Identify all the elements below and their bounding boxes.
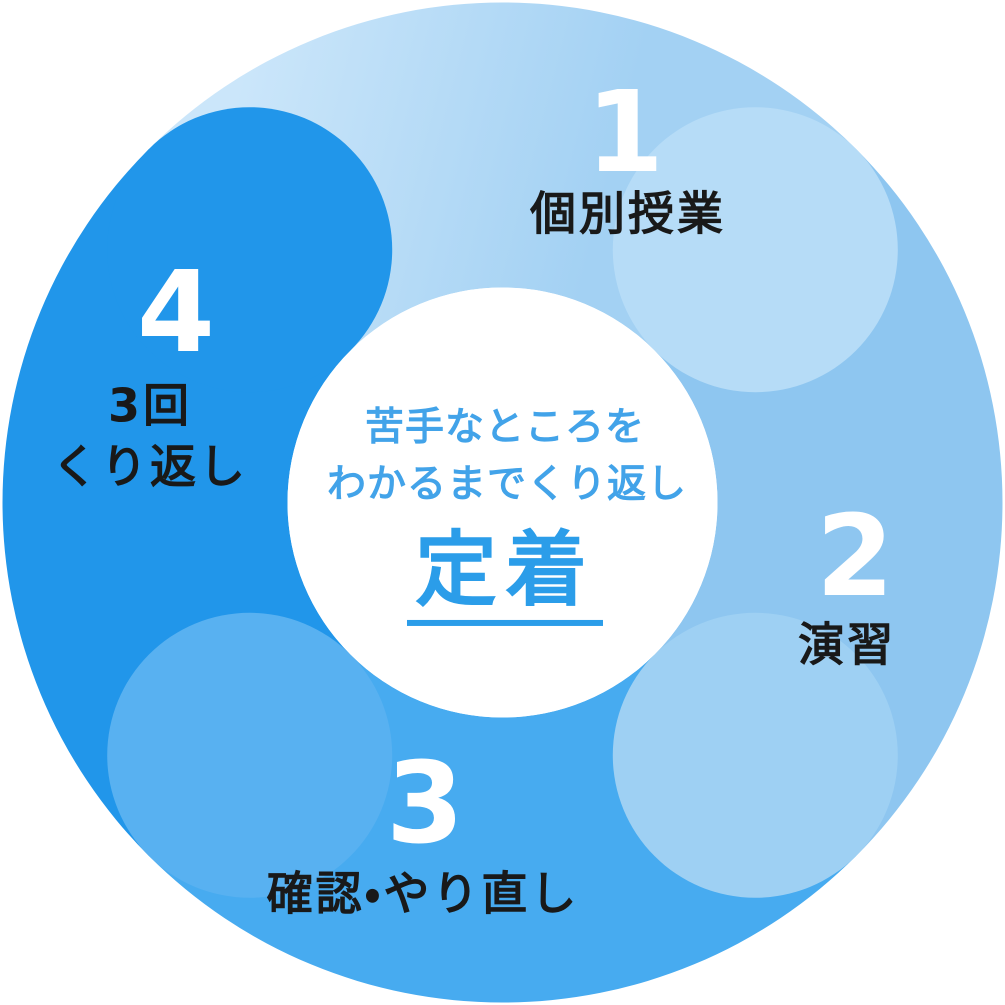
- step-2-label: 演習: [798, 617, 896, 672]
- center-keyword: 定着: [406, 527, 604, 627]
- step-4-label-line-1: 3回: [107, 378, 192, 433]
- step-1-number: 1: [586, 68, 664, 198]
- step-4-label: 3回 くり返し: [52, 375, 248, 496]
- center-circle: [287, 287, 718, 718]
- step-2-number: 2: [816, 492, 894, 622]
- step-4-number: 4: [137, 248, 215, 378]
- step-3-number: 3: [386, 739, 464, 869]
- step-1-label: 個別授業: [530, 186, 726, 241]
- center-caption-line-1: 苦手なところを: [364, 405, 646, 450]
- step-4-label-line-2: くり返し: [52, 439, 248, 493]
- center-caption-line-2: わかるまでくり返し: [326, 462, 688, 507]
- petal-3-head-cap: [107, 612, 393, 898]
- petal-2-head-cap: [612, 612, 898, 898]
- step-3-label: 確認・やり直し: [266, 866, 580, 921]
- petal-4-head-cap: [107, 107, 393, 393]
- petal-1-head-cap: [612, 107, 898, 393]
